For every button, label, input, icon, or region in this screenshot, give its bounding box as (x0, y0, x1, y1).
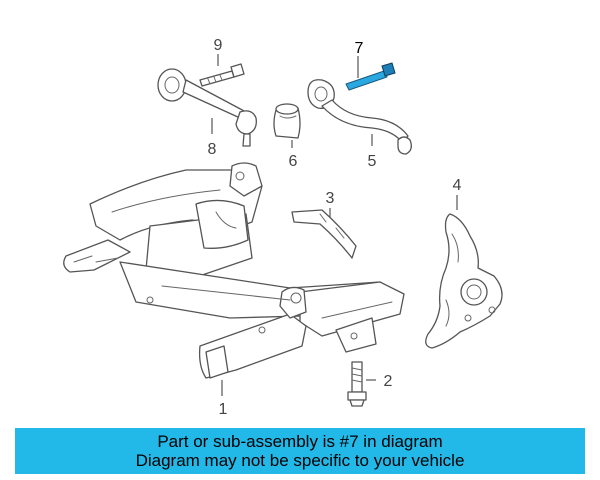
callout-8[interactable]: 8 (208, 141, 217, 158)
part-8-control-arm[interactable] (157, 68, 257, 147)
banner-line-1: Part or sub-assembly is #7 in diagram (157, 432, 443, 451)
part-5-control-arm[interactable] (307, 79, 412, 155)
callout-1[interactable]: 1 (219, 401, 228, 418)
callout-7[interactable]: 7 (355, 40, 364, 57)
part-1-subframe[interactable] (63, 162, 405, 379)
callout-3[interactable]: 3 (326, 190, 335, 207)
part-7-bolt-highlighted[interactable] (345, 62, 396, 91)
part-9-bolt[interactable] (199, 63, 245, 87)
callout-9[interactable]: 9 (214, 37, 223, 54)
part-2-bolt[interactable] (347, 361, 367, 407)
callout-2[interactable]: 2 (384, 373, 393, 390)
part-3-bracket[interactable] (291, 209, 357, 259)
callout-6[interactable]: 6 (289, 153, 298, 170)
banner-line-2: Diagram may not be specific to your vehi… (135, 451, 465, 470)
part-4-knuckle[interactable] (425, 213, 503, 349)
callout-4[interactable]: 4 (453, 177, 462, 194)
parts-diagram: 9 8 6 7 5 3 4 (63, 37, 503, 418)
callout-5[interactable]: 5 (368, 153, 377, 170)
info-banner: Part or sub-assembly is #7 in diagram Di… (15, 428, 585, 474)
part-6-bushing[interactable] (273, 103, 301, 139)
